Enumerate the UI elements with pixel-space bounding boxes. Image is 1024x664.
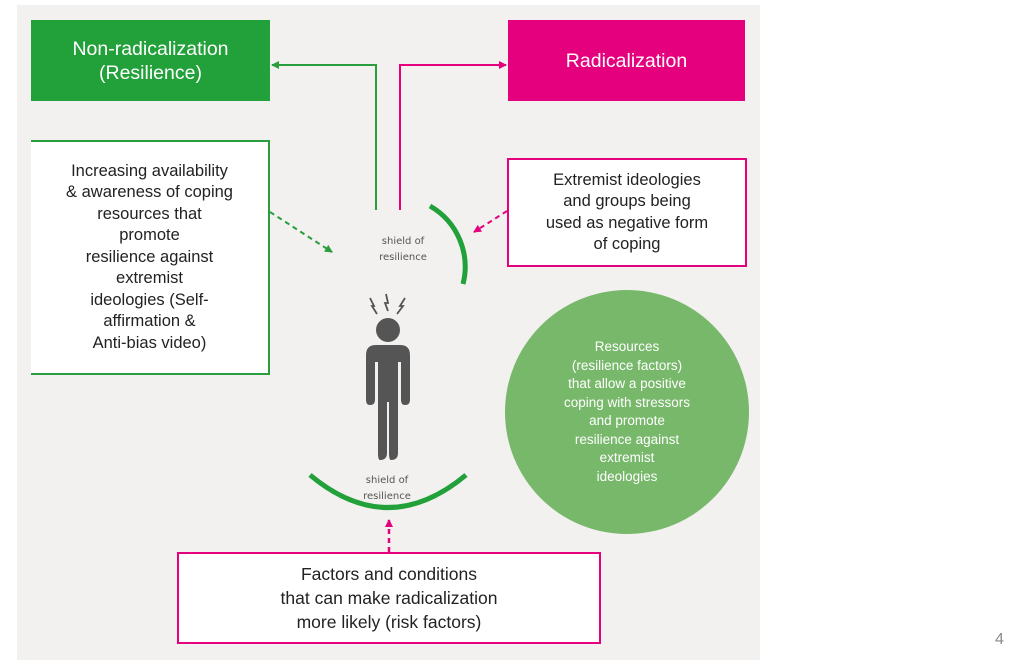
radicalization-box: Radicalization [508,20,745,101]
extremist-ideologies-box: Extremist ideologies and groups being us… [507,158,747,267]
edge-person-to-nonradicalization [271,61,377,210]
shield-label-bottom: shield of resilience [363,475,411,502]
stressed-person-icon [366,293,410,460]
shield-arc-bottom [308,473,468,510]
edge-coping-to-person [269,211,333,253]
coping-resources-box: Increasing availability & awareness of c… [31,140,270,375]
non-radicalization-box: Non-radicalization (Resilience) [31,20,270,101]
shield-arc-top [428,203,468,285]
shield-label-top: shield of resilience [379,236,427,263]
resources-circle: Resources (resilience factors) that allo… [505,290,749,534]
risk-factors-box: Factors and conditions that can make rad… [177,552,601,644]
edge-extremist-to-shield [473,210,508,233]
page-number: 4 [995,631,1004,648]
edge-person-to-radicalization [399,61,507,210]
